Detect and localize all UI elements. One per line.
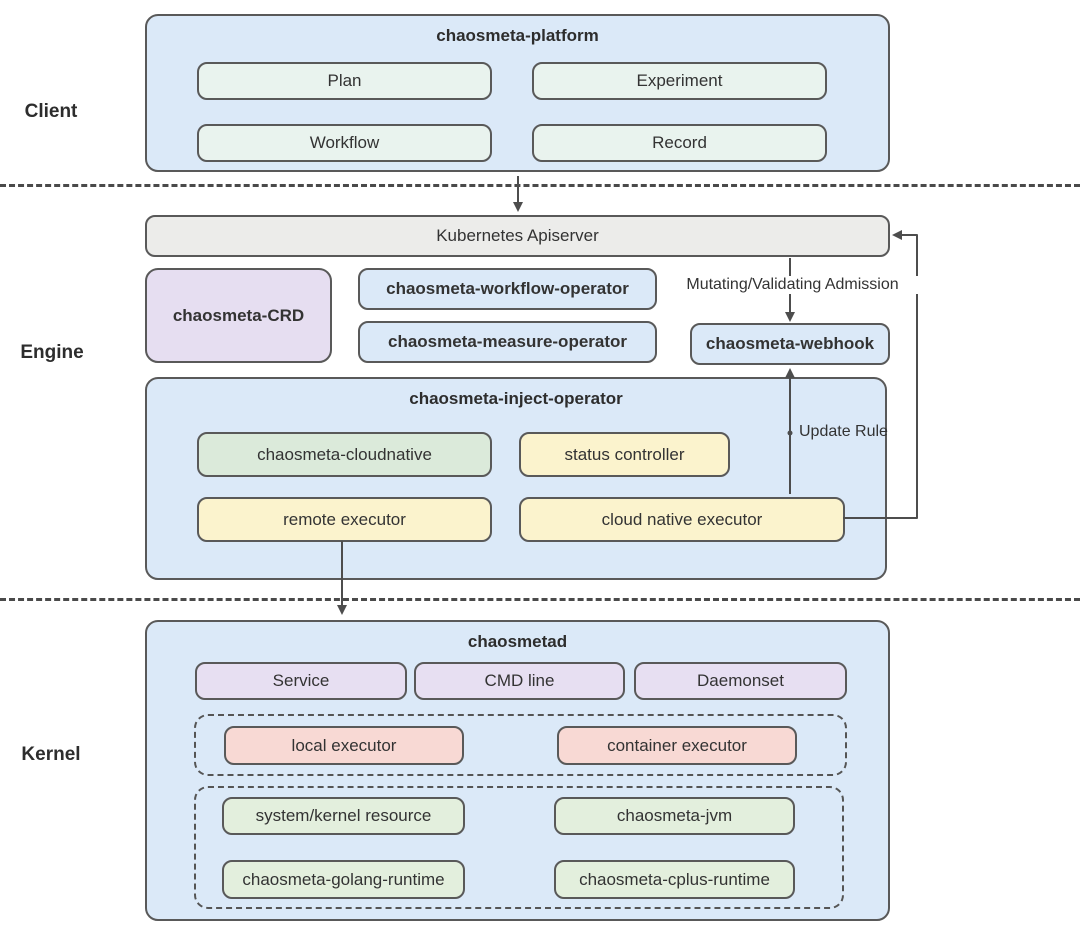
node-chaosmeta-webhook: chaosmeta-webhook bbox=[690, 323, 890, 365]
node-cloud-native-executor: cloud native executor bbox=[519, 497, 845, 542]
node-chaosmetad: chaosmetad Service CMD line Daemonset lo… bbox=[145, 620, 890, 921]
node-chaosmeta-cplus-runtime: chaosmeta-cplus-runtime bbox=[554, 860, 795, 899]
node-chaosmeta-workflow-operator: chaosmeta-workflow-operator bbox=[358, 268, 657, 310]
layer-label-kernel: Kernel bbox=[21, 744, 81, 765]
edge-label-update-rule: Update Rule bbox=[799, 423, 888, 440]
layer-label-client: Client bbox=[24, 101, 78, 122]
node-chaosmeta-jvm: chaosmeta-jvm bbox=[554, 797, 795, 835]
node-remote-executor: remote executor bbox=[197, 497, 492, 542]
node-system-kernel-resource: system/kernel resource bbox=[222, 797, 465, 835]
node-record: Record bbox=[532, 124, 827, 162]
node-workflow: Workflow bbox=[197, 124, 492, 162]
node-chaosmeta-measure-operator: chaosmeta-measure-operator bbox=[358, 321, 657, 363]
node-experiment: Experiment bbox=[532, 62, 827, 100]
client-engine-separator bbox=[0, 184, 1080, 187]
executor-dashed-group bbox=[194, 714, 847, 776]
node-local-executor: local executor bbox=[224, 726, 464, 765]
node-kubernetes-apiserver: Kubernetes Apiserver bbox=[145, 215, 890, 257]
layer-label-engine: Engine bbox=[20, 342, 84, 363]
node-service: Service bbox=[195, 662, 407, 700]
node-chaosmeta-inject-operator: chaosmeta-inject-operator chaosmeta-clou… bbox=[145, 377, 887, 580]
node-chaosmeta-golang-runtime: chaosmeta-golang-runtime bbox=[222, 860, 465, 899]
engine-kernel-separator bbox=[0, 598, 1080, 601]
node-daemonset: Daemonset bbox=[634, 662, 847, 700]
node-cmd-line: CMD line bbox=[414, 662, 625, 700]
node-container-executor: container executor bbox=[557, 726, 797, 765]
node-chaosmeta-platform-title: chaosmeta-platform bbox=[436, 26, 599, 45]
node-chaosmeta-cloudnative: chaosmeta-cloudnative bbox=[197, 432, 492, 477]
node-chaosmeta-inject-operator-title: chaosmeta-inject-operator bbox=[409, 389, 623, 408]
node-status-controller: status controller bbox=[519, 432, 730, 477]
node-chaosmeta-platform: chaosmeta-platform Plan Experiment Workf… bbox=[145, 14, 890, 172]
node-plan: Plan bbox=[197, 62, 492, 100]
node-chaosmetad-title: chaosmetad bbox=[467, 632, 568, 651]
node-chaosmeta-crd: chaosmeta-CRD bbox=[145, 268, 332, 363]
runtime-dashed-group bbox=[194, 786, 844, 909]
edge-label-admission: Mutating/Validating Admission bbox=[663, 276, 922, 294]
